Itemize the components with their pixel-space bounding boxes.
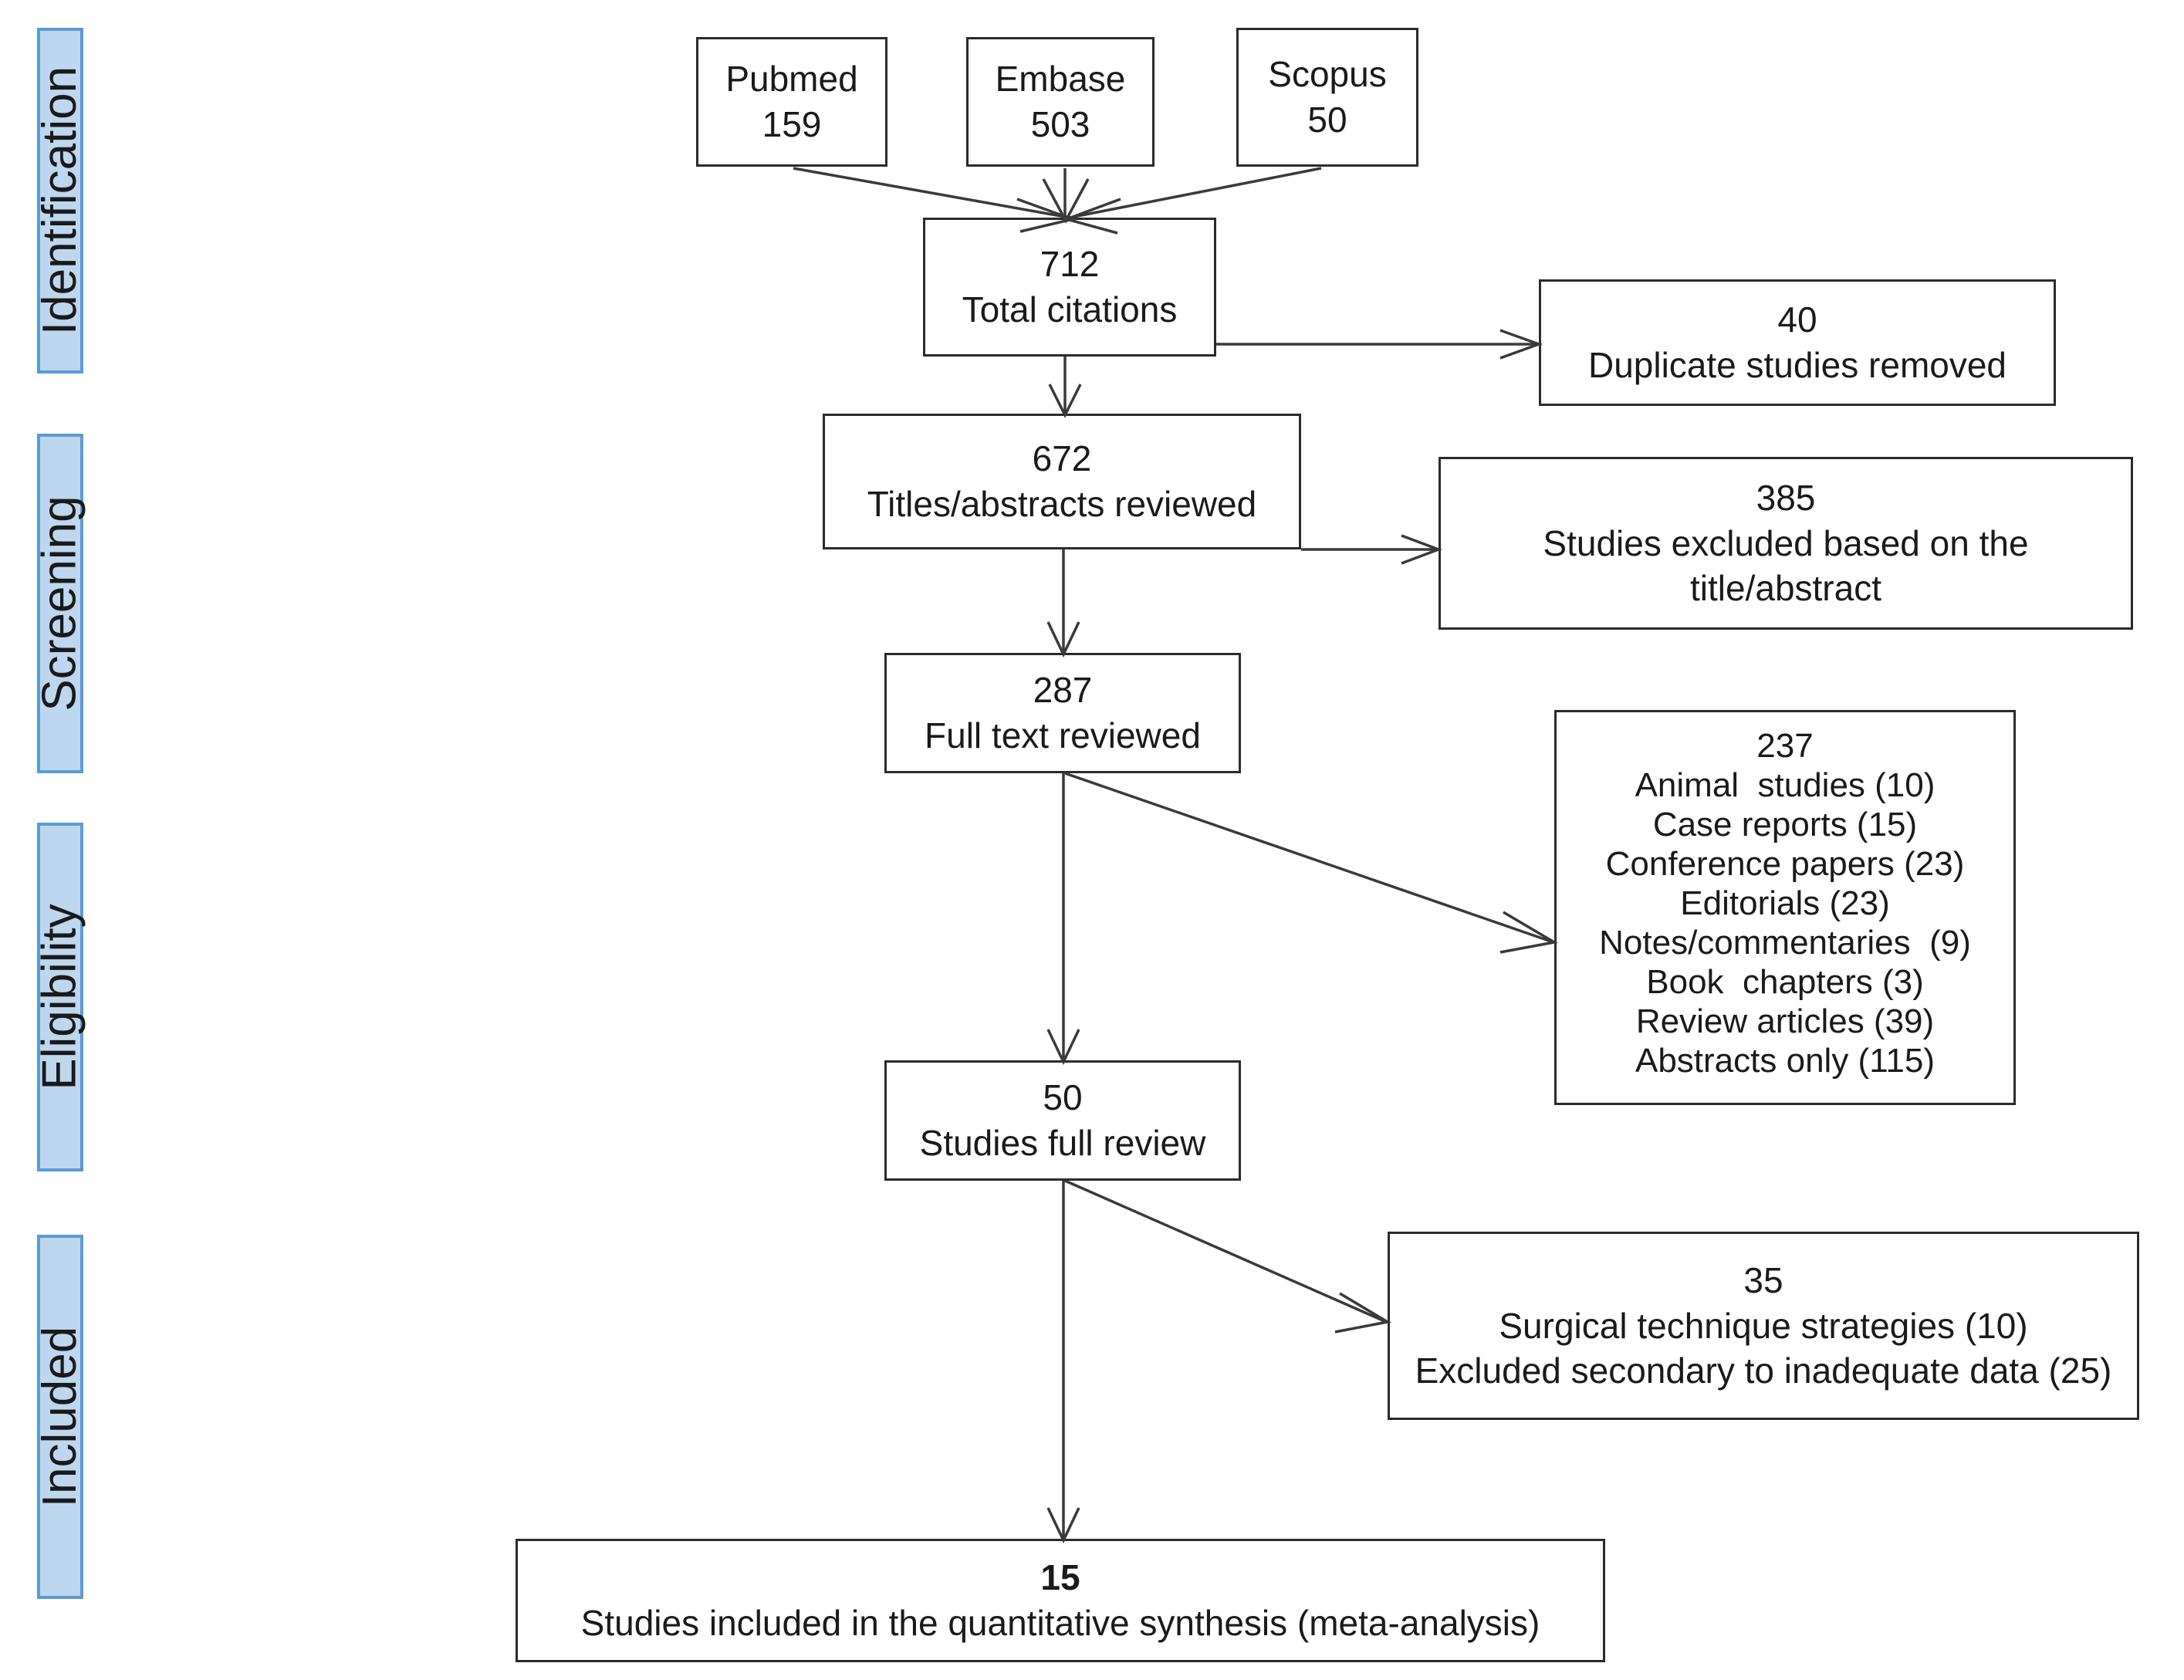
source-box-embase: Embase 503: [966, 37, 1155, 167]
exclusion-reason-notes-commentaries: Notes/commentaries (9): [1599, 924, 1971, 962]
exclusion-box-title-abstract: 385 Studies excluded based on the title/…: [1439, 457, 2133, 630]
flow-box-total-citations: 712 Total citations: [923, 218, 1216, 357]
arrow-titles-to-full-text: [1046, 549, 1080, 658]
total-citations-count: 712: [1040, 244, 1100, 285]
arrow-full-text-to-exclusions: [1064, 772, 1558, 954]
phase-label-screening-text: Screening: [33, 495, 86, 712]
source-pubmed-name: Pubmed: [725, 59, 858, 100]
exclusion-reason-case-reports: Case reports (15): [1652, 806, 1918, 844]
title-abstract-line1: Studies excluded based on the: [1543, 522, 2029, 563]
arrow-studies-to-included: [1046, 1181, 1080, 1544]
source-scopus-name: Scopus: [1268, 54, 1387, 95]
flow-box-included: 15 Studies included in the quantitative …: [516, 1539, 1605, 1662]
title-abstract-line2: title/abstract: [1690, 568, 1881, 609]
flow-box-titles-abstracts-reviewed: 672 Titles/abstracts reviewed: [823, 414, 1301, 549]
flow-box-studies-full-review: 50 Studies full review: [884, 1060, 1241, 1181]
titles-abstracts-count: 672: [1032, 438, 1092, 479]
title-abstract-count: 385: [1756, 477, 1816, 518]
exclusion-reason-review-articles: Review articles (39): [1635, 1002, 1935, 1041]
total-citations-label: Total citations: [962, 289, 1178, 330]
arrow-full-text-to-studies-full-review: [1046, 773, 1080, 1066]
arrow-embase-to-total: [1042, 168, 1090, 224]
exclusion-box-full-text: 237 Animal studies (10) Case reports (15…: [1554, 710, 2016, 1105]
studies-full-review-count: 50: [1043, 1077, 1083, 1118]
exclusion-box-final: 35 Surgical technique strategies (10) Ex…: [1388, 1232, 2139, 1420]
exclusion-reason-animal-studies: Animal studies (10): [1635, 766, 1936, 805]
final-exclusion-count: 35: [1743, 1259, 1783, 1300]
arrow-total-to-titles: [1048, 357, 1082, 418]
duplicates-label: Duplicate studies removed: [1587, 345, 2007, 385]
duplicates-count: 40: [1777, 299, 1817, 340]
phase-label-identification: Identification: [33, 28, 86, 374]
phase-label-identification-text: Identification: [33, 66, 86, 336]
source-box-scopus: Scopus 50: [1236, 28, 1418, 167]
final-exclusion-line2: Excluded secondary to inadequate data (2…: [1415, 1350, 2112, 1391]
exclusion-box-duplicates: 40 Duplicate studies removed: [1539, 279, 2056, 406]
arrow-studies-to-final-exclusions: [1064, 1179, 1391, 1334]
source-scopus-count: 50: [1307, 100, 1347, 140]
exclusion-reason-editorials: Editorials (23): [1680, 884, 1890, 923]
source-embase-count: 503: [1030, 104, 1090, 144]
phase-label-included: Included: [33, 1235, 87, 1599]
source-box-pubmed: Pubmed 159: [696, 37, 887, 167]
included-label: Studies included in the quantitative syn…: [580, 1603, 1540, 1643]
exclusion-reason-conference-papers: Conference papers (23): [1605, 845, 1965, 884]
included-count: 15: [1040, 1557, 1080, 1598]
titles-abstracts-label: Titles/abstracts reviewed: [867, 484, 1257, 524]
exclusion-reason-abstracts-only: Abstracts only (115): [1635, 1042, 1935, 1080]
phase-label-eligibility: Eligibility: [33, 823, 87, 1171]
exclusion-reason-book-chapters: Book chapters (3): [1646, 963, 1924, 1002]
source-pubmed-count: 159: [762, 104, 822, 144]
source-embase-name: Embase: [995, 59, 1126, 100]
phase-label-included-text: Included: [33, 1326, 87, 1508]
full-text-reviewed-label: Full text reviewed: [925, 715, 1201, 755]
final-exclusion-line1: Surgical technique strategies (10): [1499, 1305, 2028, 1346]
full-text-reviewed-count: 287: [1033, 670, 1093, 711]
arrow-titles-to-excluded: [1301, 534, 1442, 565]
phase-label-screening: Screening: [33, 434, 86, 773]
full-text-exclusion-count: 237: [1756, 727, 1814, 765]
studies-full-review-label: Studies full review: [919, 1123, 1206, 1163]
arrow-total-to-duplicates: [1216, 329, 1543, 360]
flow-box-full-text-reviewed: 287 Full text reviewed: [884, 653, 1241, 773]
phase-label-eligibility-text: Eligibility: [33, 904, 87, 1090]
